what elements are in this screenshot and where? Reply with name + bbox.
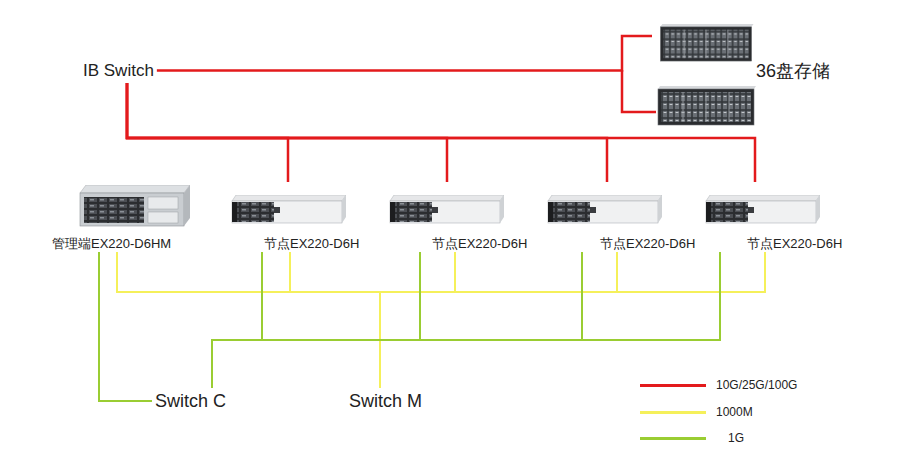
server-label: 节点EX220-D6H — [600, 236, 695, 252]
server-picture — [706, 195, 820, 223]
legend-swatch — [640, 384, 706, 387]
server-label: 节点EX220-D6H — [747, 236, 842, 252]
network-cable — [380, 252, 765, 388]
server-picture — [80, 185, 190, 226]
switch-label: Switch M — [346, 388, 425, 414]
server-node: 节点EX220-D6H — [386, 182, 536, 252]
server-picture — [548, 195, 662, 223]
server-node: 节点EX220-D6H — [544, 182, 704, 252]
switch-name: Switch M — [349, 390, 422, 412]
storage-picture — [660, 24, 753, 61]
network-cable — [127, 83, 607, 182]
switch-name: IB Switch — [83, 60, 154, 81]
server-node: 节点EX220-D6H — [702, 182, 852, 252]
legend-text: 10G/25G/100G — [716, 377, 797, 393]
network-cable — [127, 83, 755, 182]
storage-label: 36盘存储 — [756, 60, 830, 82]
switch-label: Switch C — [152, 388, 229, 414]
server-picture — [232, 195, 346, 223]
network-cable — [99, 252, 152, 401]
server-label: 节点EX220-D6H — [432, 236, 527, 252]
server-node: 管理端EX220-D6HM — [50, 182, 192, 252]
network-cable — [117, 252, 380, 388]
switch-name: Switch C — [155, 390, 226, 412]
storage-picture — [658, 86, 756, 125]
legend-swatch — [640, 437, 706, 440]
network-cable — [380, 252, 455, 388]
network-cable — [290, 252, 380, 388]
server-picture — [390, 195, 504, 223]
legend-entry: 1000M — [640, 403, 790, 421]
server-label: 管理端EX220-D6HM — [52, 236, 171, 252]
network-cable — [212, 252, 262, 388]
storage-group: 36盘存储 — [652, 22, 834, 130]
switch-label: IB Switch — [80, 58, 157, 83]
network-cable — [212, 252, 720, 388]
network-cable — [212, 252, 582, 388]
legend-entry: 10G/25G/100G — [640, 376, 790, 394]
network-cable — [127, 83, 288, 182]
server-node: 节点EX220-D6H — [228, 182, 370, 252]
legend-entry: 1G — [640, 429, 790, 447]
legend-swatch — [640, 411, 706, 414]
legend-text: 1000M — [716, 404, 753, 420]
network-cable — [212, 252, 420, 388]
legend-text: 1G — [728, 430, 744, 446]
server-label: 节点EX220-D6H — [264, 236, 359, 252]
network-cable — [127, 83, 447, 182]
network-cable — [157, 36, 652, 71]
bracket-wire — [622, 70, 656, 112]
